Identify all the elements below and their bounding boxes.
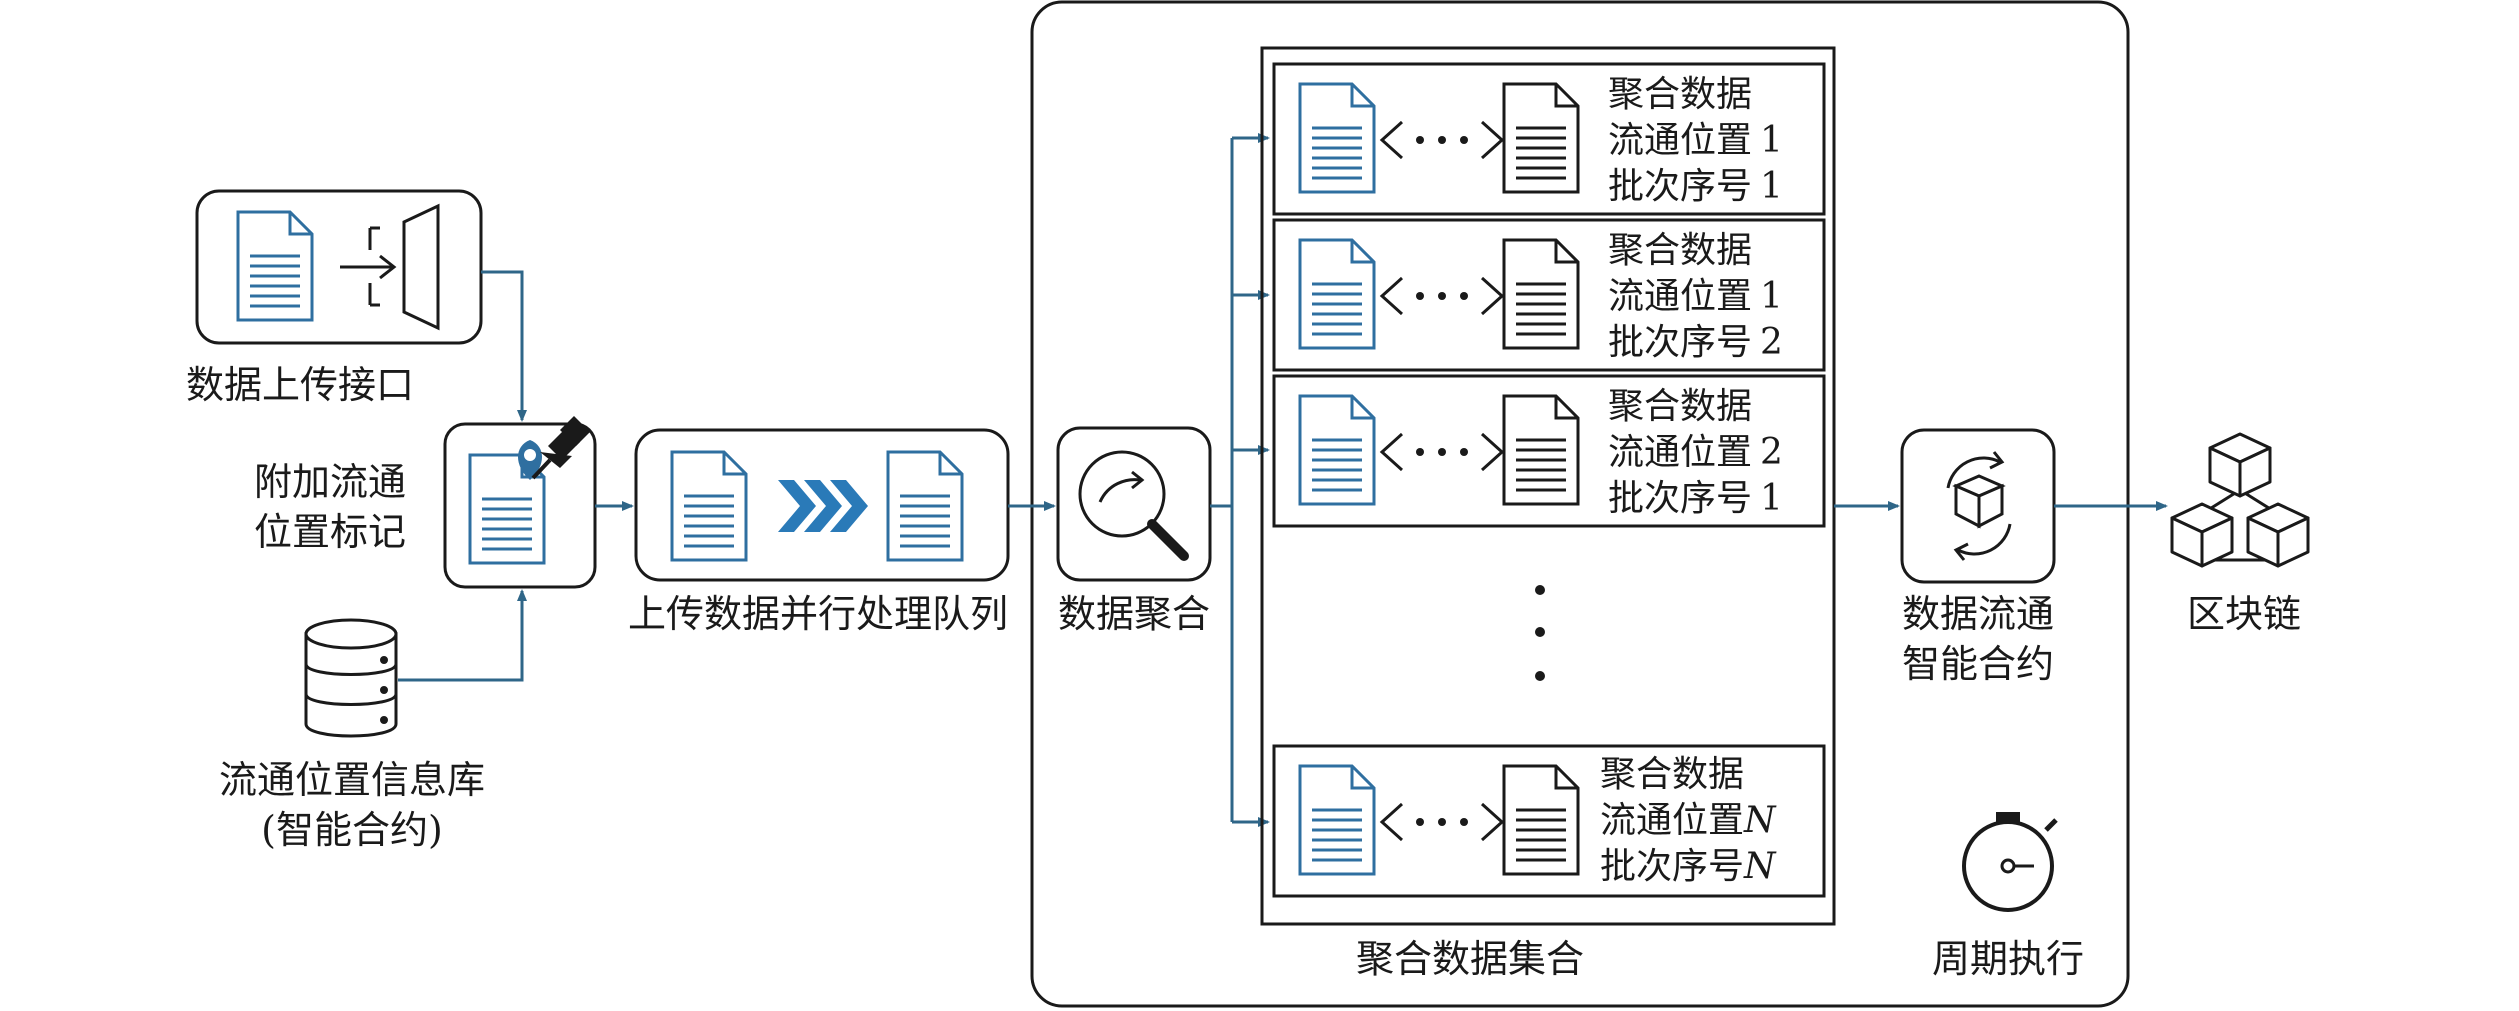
package-cycle-icon [1946, 451, 2012, 561]
record-title: 聚合数据 [1608, 74, 1752, 115]
record-location-value: N [1743, 800, 1777, 841]
document-icon [670, 450, 748, 562]
record-location-prefix: 流通位置 [1608, 432, 1752, 473]
aggregated-collection-frame [1260, 46, 1836, 926]
location-db-label-line1: 流通位置信息库 [219, 758, 485, 802]
aggregated-record: 聚合数据 流通位置N 批次序号N [1272, 744, 1826, 898]
stopwatch-icon [1962, 812, 2058, 912]
record-location-value: 1 [1760, 276, 1783, 317]
record-batch-prefix: 批次序号 [1608, 478, 1752, 519]
blockchain-label: 区块链 [2187, 592, 2301, 636]
contract-label-line1: 数据流通 [1902, 592, 2054, 636]
aggregation-node [1056, 426, 1212, 582]
record-batch-value: N [1743, 846, 1777, 887]
document-icon [1298, 394, 1376, 506]
record-batch-prefix: 批次序号 [1608, 166, 1752, 207]
record-location-prefix: 流通位置 [1608, 120, 1752, 161]
processing-queue-node [634, 428, 1010, 582]
record-title: 聚合数据 [1600, 754, 1744, 795]
periodic-label: 周期执行 [1932, 937, 2084, 981]
queue-label: 上传数据并行处理队列 [628, 592, 1008, 636]
upload-interface-node [195, 189, 483, 345]
upload-interface-label: 数据上传接口 [186, 363, 414, 407]
record-batch-value: 1 [1760, 478, 1783, 519]
record-location: 流通位置N [1600, 800, 1777, 841]
attach-marker-label-line2: 位置标记 [254, 510, 406, 554]
record-title: 聚合数据 [1608, 386, 1752, 427]
document-icon [1298, 764, 1376, 876]
magnifier-icon [1078, 450, 1189, 561]
document-icon [1298, 238, 1376, 350]
location-pin-icon [518, 440, 542, 480]
location-db-label-line2: (智能合约) [261, 808, 443, 852]
chevron-forward-icon [778, 480, 868, 532]
document-icon [1502, 764, 1580, 876]
document-icon [1502, 82, 1580, 194]
blockchain-icon [2170, 432, 2310, 568]
document-icon [236, 210, 314, 322]
attach-marker-label-line1: 附加流通 [254, 460, 406, 504]
record-location-prefix: 流通位置 [1600, 800, 1744, 841]
upload-gate-icon [340, 203, 440, 331]
distribution-trunk [1210, 138, 1234, 822]
collection-label: 聚合数据集合 [1356, 937, 1584, 981]
database-icon [304, 618, 398, 738]
record-batch-value: 2 [1760, 322, 1783, 363]
document-icon [1502, 394, 1580, 506]
smart-contract-node [1900, 428, 2056, 584]
record-batch: 批次序号N [1600, 846, 1777, 887]
record-title: 聚合数据 [1608, 230, 1752, 271]
ellipsis-indicator [1535, 585, 1545, 681]
attach-marker-node [443, 416, 597, 589]
record-batch-prefix: 批次序号 [1608, 322, 1752, 363]
record-location-prefix: 流通位置 [1608, 276, 1752, 317]
document-icon [1502, 238, 1580, 350]
periodic-execution-container [1030, 0, 2130, 1008]
record-batch-value: 1 [1760, 166, 1783, 207]
record-batch-prefix: 批次序号 [1600, 846, 1744, 887]
document-icon [1298, 82, 1376, 194]
contract-label-line2: 智能合约 [1902, 642, 2054, 686]
flow-arrow [398, 589, 527, 682]
record-location-value: 2 [1760, 432, 1783, 473]
aggregation-label: 数据聚合 [1058, 592, 1210, 636]
pushpin-icon [531, 416, 590, 480]
record-location-value: 1 [1760, 120, 1783, 161]
flow-arrow [481, 270, 527, 422]
document-icon [886, 450, 964, 562]
